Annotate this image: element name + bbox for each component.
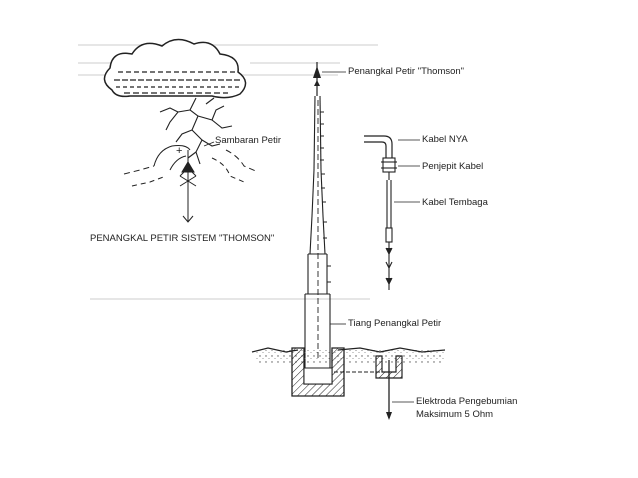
nya-cable-detail [364, 135, 393, 158]
concrete-foundation [291, 347, 345, 397]
earth-field-curves [123, 145, 259, 187]
bleed-line [78, 44, 378, 46]
label-kabel-tembaga: Kabel Tembaga [422, 197, 488, 208]
cloud [103, 38, 247, 99]
mast-tube [304, 95, 331, 370]
thomson-head-tip [313, 62, 321, 96]
grounding-pit [334, 355, 403, 379]
label-sambaran-petir: Sambaran Petir [215, 135, 282, 146]
label-tiang: Tiang Penangkal Petir [348, 318, 442, 329]
copper-cable-detail [385, 180, 393, 290]
label-thomson-head: Penangkal Petir "Thomson" [348, 66, 465, 77]
cable-clamps [320, 111, 331, 283]
small-thomson-rod [179, 150, 197, 223]
cable-clamp-detail [381, 157, 397, 180]
label-kabel-nya: Kabel NYA [422, 134, 468, 145]
leader-lines [203, 71, 420, 403]
label-sistem-thomson: PENANGKAL PETIR SISTEM "THOMSON" [90, 233, 275, 244]
bleed-line [250, 62, 340, 64]
label-elektroda: Elektroda Pengebumian [416, 396, 518, 407]
plus-sign: + [176, 145, 183, 157]
label-penjepit-kabel: Penjepit Kabel [422, 161, 484, 172]
lightning-bolt [159, 97, 233, 165]
bleed-line [90, 298, 370, 300]
ground-electrode [386, 360, 392, 420]
ground-surface [251, 347, 446, 364]
label-maksimum: Maksimum 5 Ohm [416, 409, 494, 420]
